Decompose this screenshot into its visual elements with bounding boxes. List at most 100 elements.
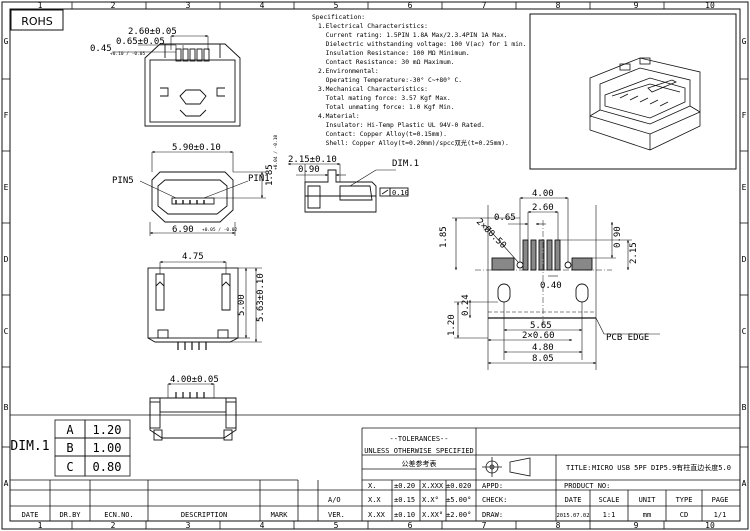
flatness-value: 0.10 — [392, 189, 409, 197]
dim-front-185-tol: +0.04 / -0.10 — [273, 134, 279, 170]
tol-b: ±0.10 — [394, 511, 415, 519]
col-label: 1 — [38, 521, 43, 530]
bottom-view-dims: 4.00±0.05 — [170, 375, 219, 385]
rev-header: ECN.NO. — [104, 511, 134, 519]
ver-label: VER. — [328, 511, 345, 519]
dim-front-690-tol: +0.05 / -0.02 — [202, 227, 238, 233]
tol-c: X.XXX — [422, 482, 444, 490]
tb-val: CD — [680, 511, 688, 519]
dim-plan-563: 5.63±0.10 — [256, 273, 266, 322]
row-label: F — [742, 111, 747, 120]
tolerances-ref: 公差参考表 — [402, 459, 437, 468]
col-label: 10 — [705, 521, 715, 530]
row-label: B — [4, 403, 9, 412]
tol-c: X.XX° — [422, 511, 443, 519]
av-label: A/O — [328, 496, 341, 504]
rev-header: MARK — [271, 511, 289, 519]
tolerances-header: --TOLERANCES-- — [389, 435, 448, 443]
col-label: 2 — [111, 1, 116, 10]
row-label: D — [4, 255, 9, 264]
dim-pcb-024: 0.24 — [461, 294, 471, 316]
spec-line: Current rating: 1.5PIN 1.8A Max/2.3.4PIN… — [318, 32, 508, 39]
pcb-layout — [452, 196, 660, 370]
dim-pcb-805: 8.05 — [532, 354, 554, 364]
col-label: 6 — [408, 521, 413, 530]
plan-view-dims: 4.75 5.00 5.63±0.10 — [182, 252, 266, 322]
dim-top-065: 0.65±0.05 — [116, 37, 165, 47]
tol-b: ±0.20 — [394, 482, 415, 490]
col-label: 7 — [482, 521, 487, 530]
row-label: E — [4, 183, 9, 192]
col-label: 10 — [705, 1, 715, 10]
row-labels: G F E D C B A G F E D C B A — [4, 37, 747, 488]
tol-d: ±5.00° — [446, 496, 471, 504]
row-label: D — [742, 255, 747, 264]
spec-line: Operating Temperature:-30° C~+80° C. — [318, 76, 462, 84]
tolerances-sub: UNLESS OTHERWISE SPECIFIED — [364, 447, 474, 455]
dim-row-key: C — [66, 460, 73, 474]
col-label: 8 — [556, 1, 561, 10]
spec-line: Contact Resistance: 30 mΩ Maximum. — [318, 59, 454, 66]
col-label: 9 — [634, 1, 639, 10]
spec-line: Contact: Copper Alloy(t=0.15mm). — [318, 131, 447, 138]
rev-header: DR.BY — [59, 511, 81, 519]
draw-label: DRAW: — [482, 511, 503, 519]
tb-col: DATE — [565, 496, 582, 504]
spec-line: 4.Material: — [318, 113, 360, 120]
dim-front-690: 6.90 — [172, 225, 194, 235]
col-label: 3 — [186, 521, 191, 530]
col-label: 1 — [38, 1, 43, 10]
dim-plan-475: 4.75 — [182, 252, 204, 262]
dim-pcb-480: 4.80 — [532, 343, 554, 353]
spec-line: 1.Electrical Characteristics: — [318, 23, 428, 30]
dim-top-045-tol: +0.10 / -0.05 — [110, 51, 146, 57]
dim-pcb-2x060: 2×0.60 — [522, 331, 555, 341]
rohs-label: ROHS — [21, 15, 53, 28]
spec-title: Specification: — [312, 14, 365, 21]
spec-line: Insulator: Hi-Temp Plastic UL 94V-0 Rate… — [318, 122, 485, 129]
side-view — [287, 162, 409, 213]
tb-val: 1:1 — [603, 511, 616, 519]
row-label: E — [742, 183, 747, 192]
row-label: C — [742, 327, 747, 336]
plan-view — [147, 260, 262, 350]
dim-row-key: B — [66, 441, 73, 455]
col-label: 9 — [634, 521, 639, 530]
revision-headers: DATE DR.BY ECN.NO. DESCRIPTION MARK — [22, 511, 289, 519]
dim-pcb-185: 1.85 — [439, 226, 449, 248]
top-view-dims: 2.60±0.05 0.65±0.05 0.45 +0.10 / -0.05 — [90, 27, 177, 57]
product-no-label: PRODUCT NO: — [564, 482, 610, 490]
tol-d: ±2.00° — [446, 511, 471, 519]
title-block-text: TITLE: MICRO USB 5PF DIP5.9有柱直边长度5.0 APP… — [482, 463, 731, 519]
tol-a: X.X — [368, 496, 381, 504]
dim-top-045: 0.45 — [90, 44, 112, 54]
dim-front-185: 1.85 — [265, 164, 275, 186]
row-label: C — [4, 327, 9, 336]
title-block-grid — [10, 414, 740, 521]
pin5-label: PIN5 — [112, 176, 134, 186]
title-label: TITLE: — [566, 464, 591, 472]
row-label: A — [4, 479, 9, 488]
dim-table — [54, 419, 131, 477]
dim-pcb-090: 0.90 — [613, 226, 623, 248]
dim-bottom-400: 4.00±0.05 — [170, 375, 219, 385]
row-label: G — [4, 37, 9, 46]
dim-pcb-565: 5.65 — [530, 321, 552, 331]
dim-side-215: 2.15±0.10 — [288, 155, 337, 165]
tol-a: X. — [368, 482, 376, 490]
col-label: 4 — [260, 521, 265, 530]
spec-line: Total unmating force: 1.0 Kgf Min. — [318, 104, 454, 111]
spec-line: Dielectric withstanding voltage: 100 V(a… — [318, 41, 527, 48]
dim-pcb-260: 2.60 — [532, 203, 554, 213]
row-label: F — [4, 111, 9, 120]
appd-label: APPD: — [482, 482, 503, 490]
tol-b: ±0.15 — [394, 496, 415, 504]
dim-pcb-215: 2.15 — [629, 242, 639, 264]
bottom-view — [149, 382, 237, 441]
top-view — [112, 34, 241, 127]
col-label: 3 — [186, 1, 191, 10]
column-labels: 1 2 3 4 5 6 7 8 9 10 1 2 3 4 5 6 7 8 9 1… — [38, 1, 715, 530]
dim-side-090: 0.90 — [298, 165, 320, 175]
